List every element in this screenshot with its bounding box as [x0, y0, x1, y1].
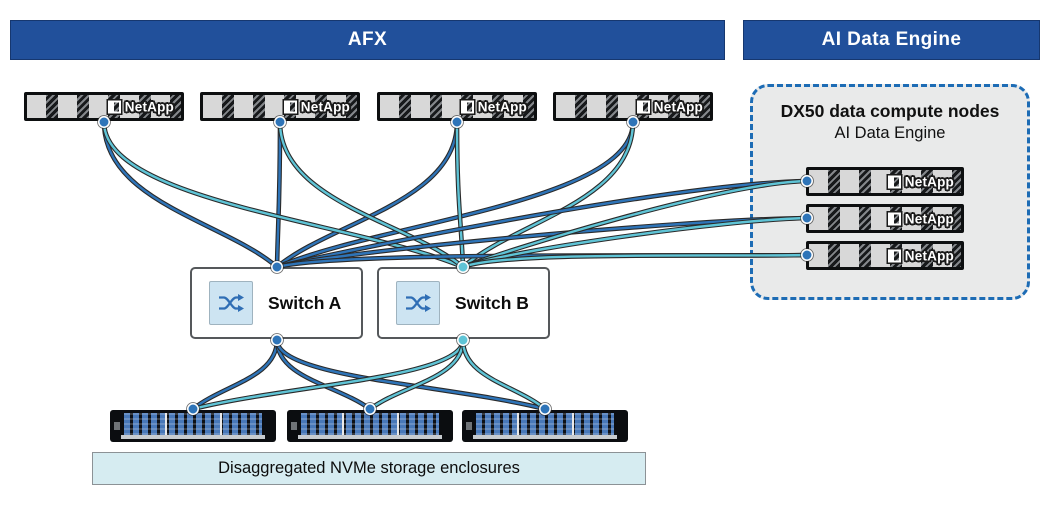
afx-controller-node-3: NetApp — [377, 92, 537, 121]
nvme-enclosure-2 — [287, 410, 453, 442]
netapp-logo-icon — [887, 249, 901, 262]
enclosure-led — [466, 422, 472, 430]
afx-controller-node-4: NetApp — [553, 92, 713, 121]
netapp-wordmark: NetApp — [300, 99, 350, 114]
netapp-brand: NetApp — [460, 99, 527, 114]
netapp-logo-icon — [887, 212, 901, 225]
ai-data-engine-header-bar: AI Data Engine — [743, 20, 1040, 60]
netapp-logo-icon — [636, 100, 650, 113]
netapp-brand: NetApp — [107, 99, 174, 114]
netapp-brand: NetApp — [636, 99, 703, 114]
switch-a-label: Switch A — [268, 292, 342, 313]
dx50-node-1: NetApp — [806, 167, 964, 196]
enclosure-led — [114, 422, 120, 430]
ai-data-engine-header-label: AI Data Engine — [821, 29, 962, 50]
enclosure-divider — [396, 413, 399, 435]
switch-b-box: Switch B — [377, 267, 550, 339]
netapp-wordmark: NetApp — [904, 248, 954, 263]
storage-caption-box: Disaggregated NVMe storage enclosures — [92, 452, 646, 485]
switch-crossover-icon — [396, 281, 440, 325]
nvme-enclosure-3 — [462, 410, 628, 442]
netapp-wordmark: NetApp — [124, 99, 174, 114]
enclosure-divider — [571, 413, 574, 435]
drive-slots — [124, 413, 262, 435]
netapp-logo-icon — [887, 175, 901, 188]
drive-slots — [476, 413, 614, 435]
afx-controller-node-2: NetApp — [200, 92, 360, 121]
enclosure-divider — [516, 413, 519, 435]
netapp-wordmark: NetApp — [477, 99, 527, 114]
afx-header-bar: AFX — [10, 20, 725, 60]
dx50-subtitle: AI Data Engine — [834, 124, 946, 142]
enclosure-rail — [473, 435, 617, 439]
netapp-wordmark: NetApp — [904, 211, 954, 226]
switch-b-label: Switch B — [455, 292, 529, 313]
netapp-logo-icon — [283, 100, 297, 113]
netapp-brand: NetApp — [887, 174, 954, 189]
dx50-title: DX50 data compute nodes — [780, 101, 1000, 121]
netapp-wordmark: NetApp — [653, 99, 703, 114]
dx50-node-3: NetApp — [806, 241, 964, 270]
netapp-brand: NetApp — [887, 248, 954, 263]
nvme-enclosure-1 — [110, 410, 276, 442]
drive-slots — [301, 413, 439, 435]
afx-header-label: AFX — [347, 29, 388, 50]
enclosure-divider — [164, 413, 167, 435]
switch-crossover-icon — [209, 281, 253, 325]
enclosure-divider — [219, 413, 222, 435]
enclosure-led — [291, 422, 297, 430]
netapp-brand: NetApp — [887, 211, 954, 226]
afx-controller-node-1: NetApp — [24, 92, 184, 121]
switch-a-box: Switch A — [190, 267, 363, 339]
enclosure-rail — [298, 435, 442, 439]
storage-caption-label: Disaggregated NVMe storage enclosures — [218, 459, 520, 477]
netapp-wordmark: NetApp — [904, 174, 954, 189]
dx50-node-2: NetApp — [806, 204, 964, 233]
enclosure-divider — [341, 413, 344, 435]
netapp-logo-icon — [460, 100, 474, 113]
netapp-logo-icon — [107, 100, 121, 113]
netapp-brand: NetApp — [283, 99, 350, 114]
enclosure-rail — [121, 435, 265, 439]
